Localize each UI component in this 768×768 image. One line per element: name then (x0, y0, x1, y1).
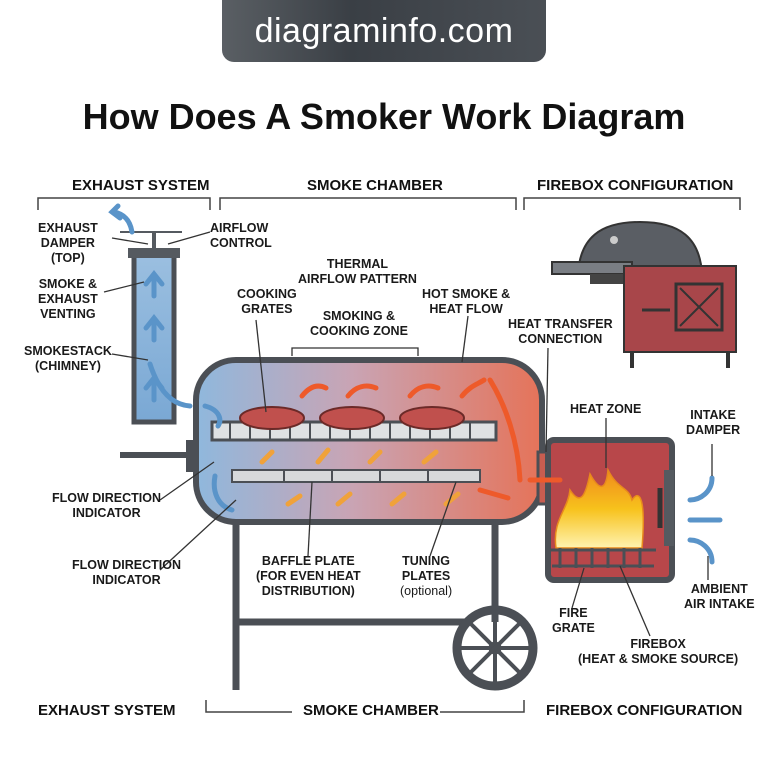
section-firebox-top: FIREBOX CONFIGURATION (537, 177, 734, 194)
label-smokestack: SMOKESTACK(CHIMNEY) (24, 344, 112, 373)
label-smoking-zone: SMOKING &COOKING ZONE (310, 309, 408, 338)
section-exhaust-top: EXHAUST SYSTEM (72, 177, 210, 194)
diagram-title: How Does A Smoker Work Diagram (82, 96, 686, 137)
section-exhaust-bottom: EXHAUST SYSTEM (38, 702, 176, 719)
section-chamber-top: SMOKE CHAMBER (307, 177, 443, 194)
section-brackets-bottom (205, 700, 525, 713)
warm-flow-arrows (259, 447, 461, 507)
label-heat-zone: HEAT ZONE (570, 402, 642, 416)
flame-icon (554, 467, 645, 549)
wheel (452, 605, 538, 691)
smoker-stand (232, 520, 499, 690)
leader-lines (103, 231, 713, 637)
baffle-plates (231, 469, 481, 483)
label-firebox: FIREBOX(HEAT & SMOKE SOURCE) (578, 637, 739, 666)
watermark-banner: diagraminfo.com (222, 0, 546, 62)
section-brackets-top (37, 197, 741, 210)
fire-grate (548, 548, 656, 568)
cool-airflow-arrows (108, 203, 235, 513)
label-tuning-optional: (optional) (400, 584, 453, 598)
firebox-configuration-illustration (551, 220, 737, 368)
smokestack (120, 231, 182, 425)
hot-airflow-arrows (299, 377, 563, 501)
intake-arrows (687, 475, 723, 565)
label-hot-smoke: HOT SMOKE &HEAT FLOW (422, 287, 511, 316)
section-chamber-bottom: SMOKE CHAMBER (303, 702, 439, 719)
section-firebox-bottom: FIREBOX CONFIGURATION (546, 702, 743, 719)
meat-icon (239, 406, 465, 430)
watermark-text: diagraminfo.com (254, 12, 514, 50)
